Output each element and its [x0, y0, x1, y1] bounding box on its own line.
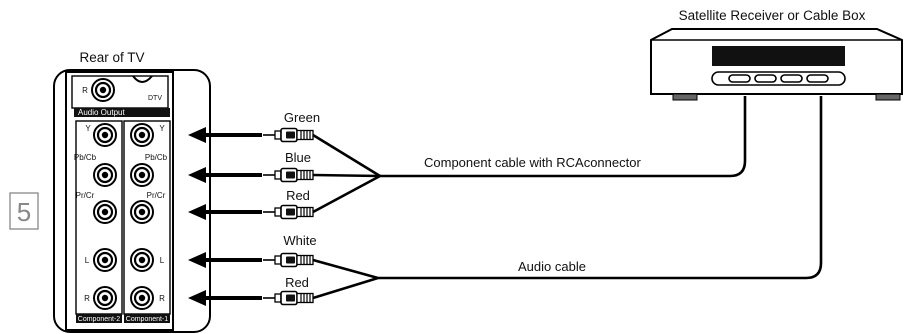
component1-caption: Component-1 [126, 316, 169, 323]
red-video-label: Red [286, 188, 310, 203]
receiver-title: Satellite Receiver or Cable Box [679, 8, 866, 23]
blue-plug [262, 167, 314, 183]
component2-pr-jack [92, 199, 118, 225]
red-audio-label: Red [285, 275, 309, 290]
component2-r-label: R [84, 294, 90, 303]
component1-pb-jack [129, 162, 155, 188]
arrows [188, 127, 262, 306]
red-audio-plug [262, 290, 314, 306]
component2-l-label: L [85, 256, 90, 265]
white-plug [262, 252, 314, 268]
audio-output-r-label: R [82, 86, 88, 95]
white-label: White [283, 233, 316, 248]
audio-cable-label: Audio cable [518, 259, 586, 274]
arrow-y [188, 127, 262, 143]
component1-pr-jack [129, 199, 155, 225]
component-cable-label: Component cable with RCAconnector [424, 155, 641, 170]
component1-l-jack [129, 247, 155, 273]
component2-y-jack [92, 122, 118, 148]
component1-r-jack [129, 285, 155, 311]
audio-output-r-jack [90, 77, 116, 103]
component2-y-label: Y [85, 124, 91, 133]
receiver-buttons [711, 71, 846, 86]
arrow-pb [188, 167, 262, 183]
tv-rear-panel: Audio Output [53, 69, 211, 333]
page-number: 5 [17, 197, 31, 227]
audio-cable [312, 96, 823, 300]
receiver-box [650, 28, 903, 101]
component-cable [312, 96, 747, 214]
component2-pb-label: Pb/Cb [74, 153, 97, 162]
component1-l-label: L [160, 256, 165, 265]
green-label: Green [284, 110, 320, 125]
dtv-label: DTV [148, 95, 162, 102]
component1-y-label: Y [159, 124, 165, 133]
component1-pb-label: Pb/Cb [145, 153, 168, 162]
component1-r-label: R [159, 294, 165, 303]
tv-title: Rear of TV [79, 50, 144, 65]
blue-label: Blue [285, 150, 311, 165]
component2-caption: Component-2 [78, 316, 121, 323]
audio-output-caption: Audio Output [78, 108, 125, 117]
green-plug [262, 127, 314, 143]
component2-l-jack [92, 247, 118, 273]
component1-pr-label: Pr/Cr [147, 191, 166, 200]
component2-r-jack [92, 285, 118, 311]
arrow-r [188, 290, 262, 306]
component1-y-jack [129, 122, 155, 148]
arrow-l [188, 252, 262, 268]
receiver-display [712, 46, 845, 66]
page-number-box: 5 [9, 192, 39, 230]
component2-pb-jack [92, 162, 118, 188]
red-video-plug [262, 204, 314, 220]
component2-pr-label: Pr/Cr [76, 191, 95, 200]
arrow-pr [188, 204, 262, 220]
